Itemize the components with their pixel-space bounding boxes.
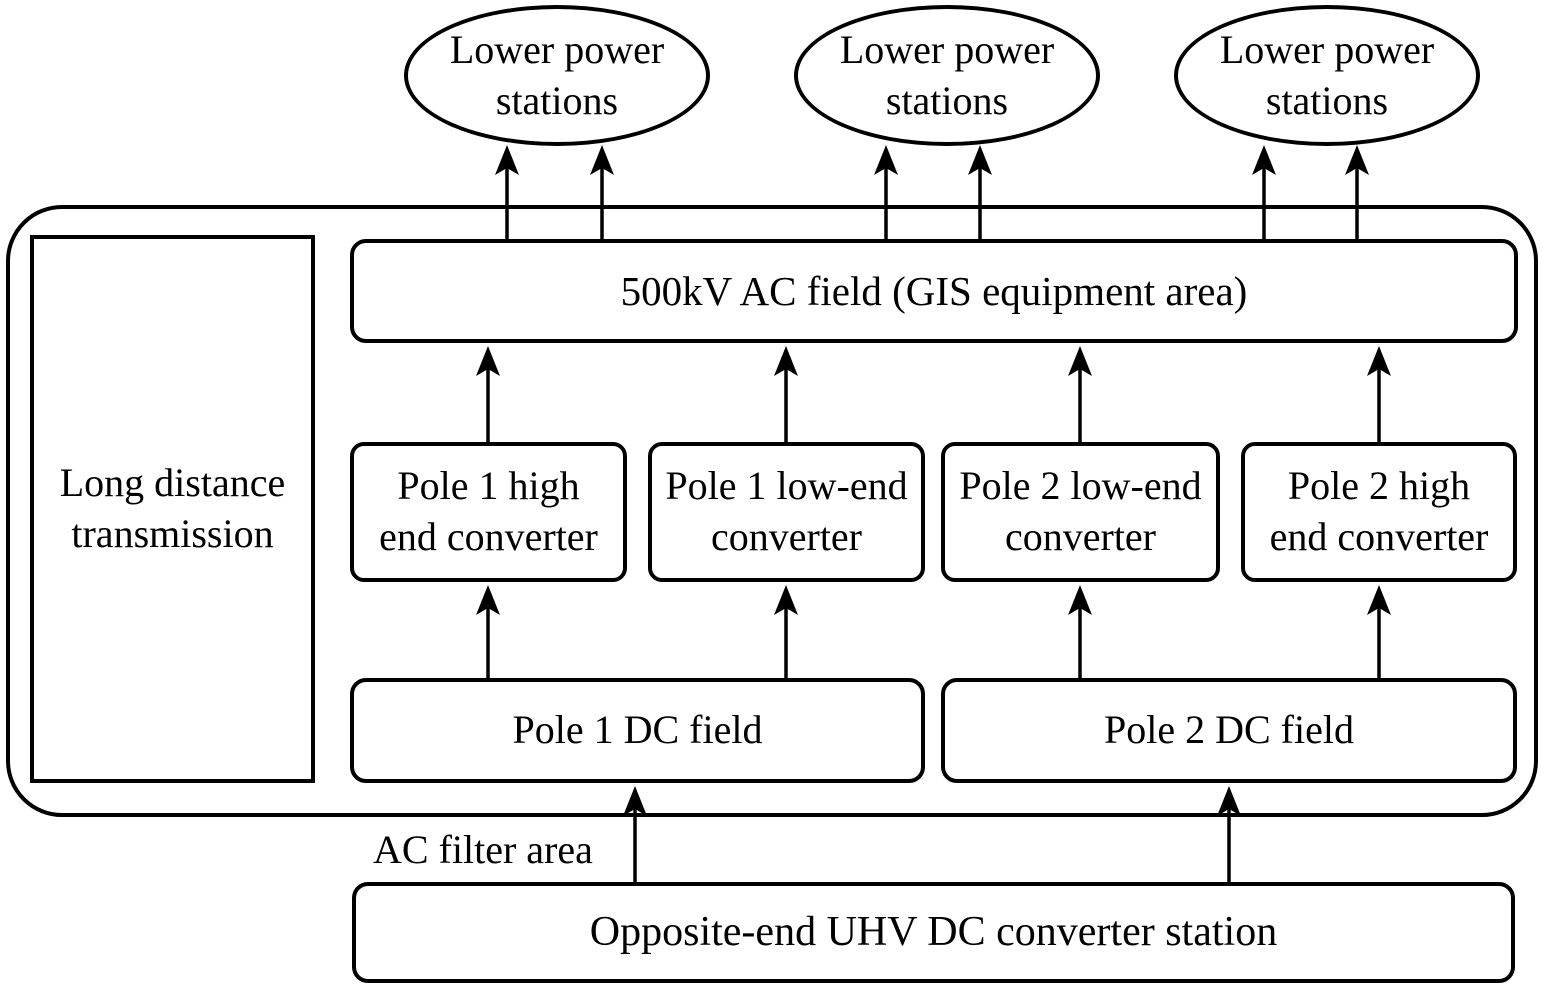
lower-power-stations-ellipse-3: Lower power stations bbox=[1174, 5, 1480, 146]
pole-2-dc-field-box: Pole 2 DC field bbox=[941, 678, 1517, 783]
ac-filter-area-label: AC filter area bbox=[373, 827, 593, 872]
pole-1-low-end-converter-box: Pole 1 low-end converter bbox=[648, 442, 925, 582]
opposite-end-uhv-dc-converter-station-box: Opposite-end UHV DC converter station bbox=[352, 882, 1515, 983]
lower-power-stations-ellipse-2: Lower power stations bbox=[794, 5, 1100, 146]
ac-field-box: 500kV AC field (GIS equipment area) bbox=[350, 239, 1518, 343]
long-distance-transmission-box: Long distance transmission bbox=[30, 235, 315, 783]
pole-2-low-end-converter-box: Pole 2 low-end converter bbox=[941, 442, 1220, 582]
pole-1-dc-field-box: Pole 1 DC field bbox=[350, 678, 925, 783]
pole-1-high-end-converter-box: Pole 1 high end converter bbox=[350, 442, 627, 582]
pole-2-high-end-converter-box: Pole 2 high end converter bbox=[1241, 442, 1517, 582]
lower-power-stations-ellipse-1: Lower power stations bbox=[404, 5, 710, 146]
